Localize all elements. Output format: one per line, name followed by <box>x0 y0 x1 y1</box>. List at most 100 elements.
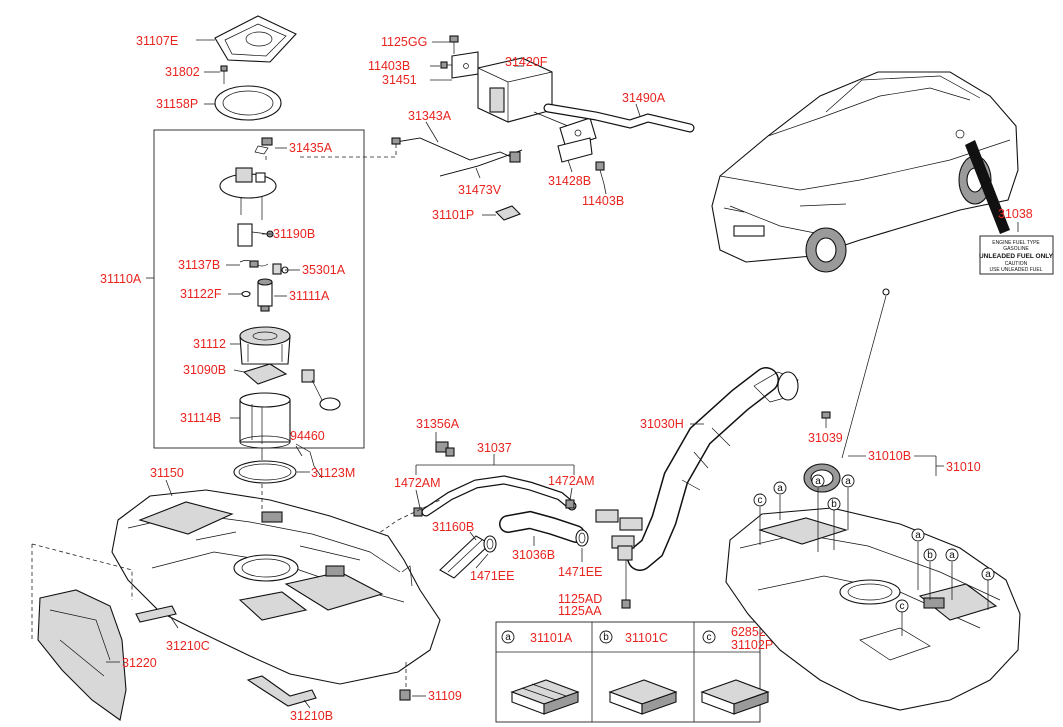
hose-31490A <box>543 103 695 133</box>
seat-31090B <box>242 363 288 385</box>
label-31220: 31220 <box>122 656 157 670</box>
label-31037: 31037 <box>477 441 512 455</box>
label-31435A: 31435A <box>289 141 333 155</box>
bracket-31210B <box>246 675 317 707</box>
label-31490A: 31490A <box>622 91 666 105</box>
filler-neck-31030H <box>627 367 799 571</box>
label-31122F: 31122F <box>180 287 222 301</box>
legend-part-62852: 62852 <box>731 625 766 639</box>
svg-text:CAUTION: CAUTION <box>1005 261 1028 267</box>
legend-part-31102P: 31102P <box>731 638 773 652</box>
svg-text:c: c <box>758 495 763 506</box>
label-1472AM-right: 1472AM <box>548 474 595 488</box>
label-31190B: 31190B <box>273 227 315 241</box>
label-1472AM-left: 1472AM <box>394 476 441 490</box>
legend-table: a 31101A b 31101C c 62852 31102P <box>495 621 773 723</box>
bolt-11403B-lower <box>595 161 605 185</box>
connector-31435A <box>254 137 273 155</box>
clamp-1471EE-right <box>575 529 589 547</box>
svg-text:a: a <box>777 483 783 494</box>
label-31038: 31038 <box>998 207 1033 221</box>
hose-31037 <box>421 475 577 517</box>
label-31473V: 31473V <box>458 183 502 197</box>
label-31111A: 31111A <box>289 289 330 303</box>
svg-text:b: b <box>603 632 609 643</box>
clip-31356A <box>435 441 455 457</box>
regulator-31137B <box>239 260 269 268</box>
label-35301A: 35301A <box>302 263 346 277</box>
label-31010: 31010 <box>946 460 981 474</box>
label-31114B: 31114B <box>180 411 221 425</box>
label-31036B: 31036B <box>512 548 555 562</box>
label-31210B: 31210B <box>290 709 333 723</box>
label-31356A: 31356A <box>416 417 460 431</box>
label-31210C: 31210C <box>166 639 210 653</box>
svg-text:UNLEADED FUEL ONLY: UNLEADED FUEL ONLY <box>979 253 1054 260</box>
tube-31473V <box>439 149 523 177</box>
nut-31109 <box>399 689 411 701</box>
label-31039: 31039 <box>808 431 843 445</box>
label-31030H: 31030H <box>640 417 684 431</box>
legend-part-31101C: 31101C <box>625 631 668 645</box>
pump-flange <box>219 167 277 220</box>
level-sender-94460 <box>295 369 341 479</box>
svg-text:a: a <box>915 530 921 541</box>
pad-31101P <box>495 205 521 221</box>
label-1471EE-right: 1471EE <box>558 565 602 579</box>
label-31428B: 31428B <box>548 174 591 188</box>
filter-31190B <box>237 223 274 247</box>
clamp-1472AM-right <box>565 499 575 509</box>
sensor-35301A <box>272 263 289 275</box>
hose-31036B <box>499 510 585 543</box>
svg-text:GASOLINE: GASOLINE <box>1003 246 1029 252</box>
label-31158P: 31158P <box>156 97 198 111</box>
fuel-tank-callout-view <box>725 507 1021 711</box>
canister-31420F <box>477 57 597 149</box>
neck-connectors <box>595 509 643 561</box>
label-31802: 31802 <box>165 65 200 79</box>
label-31109: 31109 <box>428 689 462 703</box>
label-11403B-upper: 11403B <box>368 59 410 73</box>
svg-text:c: c <box>900 601 905 612</box>
bracket-31210C <box>135 605 177 623</box>
label-1125AD: 1125AD <box>558 592 602 606</box>
svg-text:a: a <box>985 569 991 580</box>
label-31150: 31150 <box>150 466 184 480</box>
svg-text:USE UNLEADED FUEL: USE UNLEADED FUEL <box>989 267 1042 273</box>
label-31107E: 31107E <box>136 34 178 48</box>
plate-31158P <box>214 85 282 121</box>
gasket-31123M <box>233 460 297 484</box>
bracket-31428B <box>557 137 593 163</box>
pad-b-icon <box>608 679 678 715</box>
label-11403B-lower: 11403B <box>582 194 624 208</box>
label-1471EE-left: 1471EE <box>470 569 514 583</box>
pad-a-icon <box>510 679 580 715</box>
shield-31220 <box>37 589 127 721</box>
cover-31107E <box>214 15 297 63</box>
svg-text:a: a <box>845 476 851 487</box>
label-strip <box>965 140 1010 234</box>
washer-31122F <box>241 290 251 298</box>
fuel-tank-31150 <box>111 489 441 685</box>
svg-text:b: b <box>927 550 933 561</box>
label-31137B: 31137B <box>178 258 220 272</box>
label-31101P: 31101P <box>432 208 474 222</box>
bolt-1125GG <box>449 35 459 54</box>
label-31160B: 31160B <box>432 520 474 534</box>
label-94460: 94460 <box>290 429 325 443</box>
callout-markers: c a a b a a b a a c <box>753 474 995 636</box>
label-1125AA: 1125AA <box>558 604 602 618</box>
clamp-1472AM-left <box>413 507 423 517</box>
svg-text:a: a <box>505 632 511 643</box>
legend-part-31101A: 31101A <box>530 631 573 645</box>
tube-31343A <box>391 137 519 161</box>
svg-text:a: a <box>949 550 955 561</box>
svg-text:a: a <box>815 476 821 487</box>
reservoir-31112 <box>239 326 291 365</box>
label-31451: 31451 <box>382 73 417 87</box>
label-31343A: 31343A <box>408 109 452 123</box>
label-31010B: 31010B <box>868 449 911 463</box>
bracket-31114B <box>239 392 291 449</box>
clamp-1471EE-left <box>483 535 497 553</box>
